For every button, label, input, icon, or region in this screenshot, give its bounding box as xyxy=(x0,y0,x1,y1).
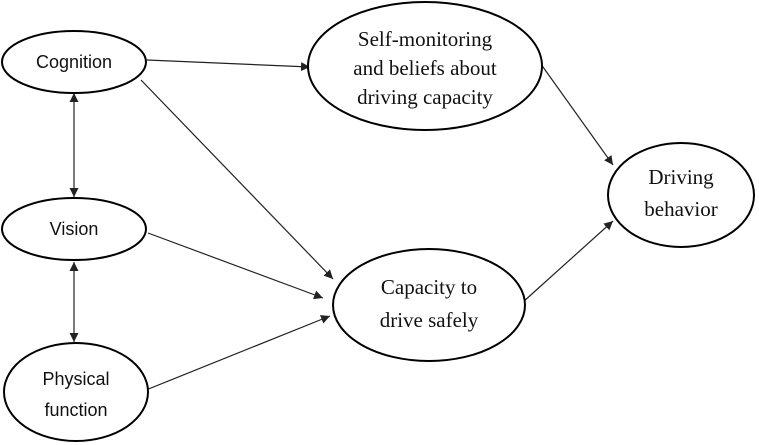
edge-capacity-to-driving-behavior xyxy=(522,220,614,303)
node-physical-function: Physical function xyxy=(3,342,149,442)
node-capacity: Capacity to drive safely xyxy=(332,248,526,362)
edge-cognition-to-self-monitoring xyxy=(146,59,311,72)
node-driving-behavior-label-line2: behavior xyxy=(644,197,717,221)
node-self-monitoring-label-line2: and beliefs about xyxy=(353,56,497,80)
edge-vision-to-capacity xyxy=(147,232,324,300)
node-self-monitoring: Self-monitoring and beliefs about drivin… xyxy=(307,1,543,131)
node-physical-label-line2: function xyxy=(44,400,107,420)
node-cognition-label: Cognition xyxy=(36,52,112,72)
node-driving-behavior: Driving behavior xyxy=(607,142,755,248)
node-driving-behavior-label-line1: Driving xyxy=(648,165,714,189)
edges xyxy=(69,59,614,391)
node-self-monitoring-label-line1: Self-monitoring xyxy=(358,27,493,51)
node-vision-label: Vision xyxy=(50,219,99,239)
edge-self-monitoring-to-driving-behavior xyxy=(537,59,614,166)
node-capacity-label-line1: Capacity to xyxy=(381,275,477,299)
node-cognition: Cognition xyxy=(1,30,147,94)
edge-physical-to-capacity xyxy=(145,315,331,391)
node-capacity-label-line2: drive safely xyxy=(380,308,479,332)
node-self-monitoring-label-line3: driving capacity xyxy=(357,85,493,109)
node-physical-label-line1: Physical xyxy=(42,369,109,389)
edge-cognition-to-capacity xyxy=(140,79,334,280)
node-vision: Vision xyxy=(1,197,147,261)
